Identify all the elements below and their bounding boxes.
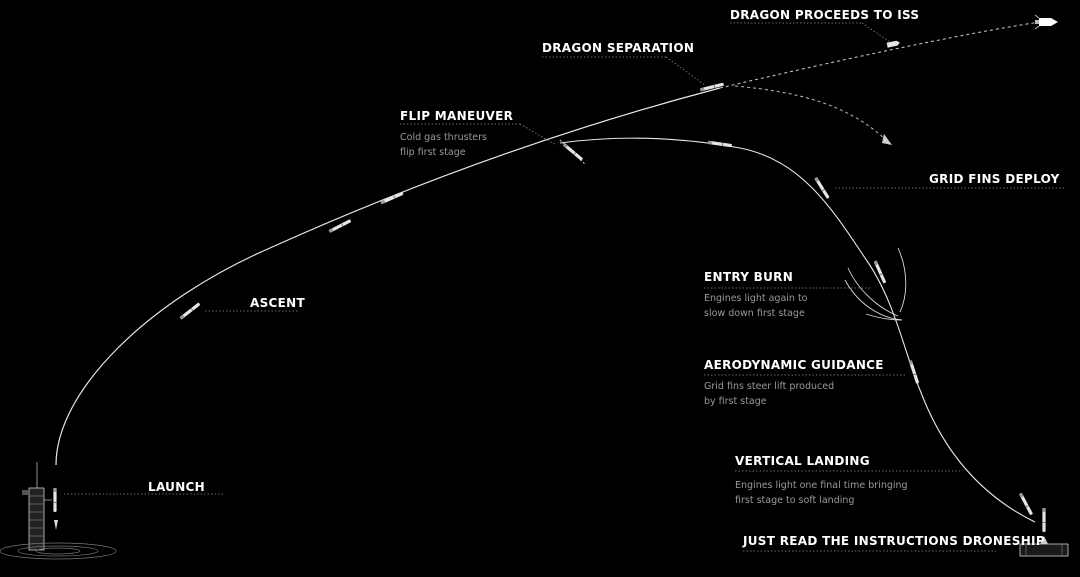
leader-lines: [64, 22, 1064, 552]
vertical-landing-label: VERTICAL LANDING: [735, 454, 870, 468]
dragon-proceeds-label: DRAGON PROCEEDS TO ISS: [730, 8, 920, 22]
entry-burn-plume: [844, 247, 907, 321]
rocket-icon: [908, 360, 920, 384]
rocket-icon: [1018, 492, 1034, 516]
dragon-separation-label: DRAGON SEPARATION: [542, 41, 695, 55]
entry-burn-line: Engines light again to: [704, 293, 808, 304]
flip-maneuver-line: Cold gas thrusters: [400, 132, 488, 143]
launch-tower-icon: [22, 462, 52, 551]
ascent-label: ASCENT: [250, 296, 305, 310]
vertical-landing-line: first stage to soft landing: [735, 495, 855, 506]
flip-maneuver-description: Cold gas thrusters flip first stage: [400, 130, 487, 160]
aero-guidance-line: Grid fins steer lift produced: [704, 381, 835, 392]
rocket-icon: [1042, 508, 1046, 532]
launch-pad-icon: [0, 542, 117, 560]
entry-burn-line: slow down first stage: [704, 308, 805, 319]
aero-guidance-line: by first stage: [704, 396, 767, 407]
flip-maneuver-label: FLIP MANEUVER: [400, 109, 514, 123]
rocket-icon: [873, 260, 887, 284]
dragon-capsule-icon: [886, 40, 900, 48]
rocket-icon: [179, 302, 201, 320]
second-stage-trajectory: [734, 85, 889, 143]
entry-burn-label: ENTRY BURN: [704, 270, 794, 284]
aero-guidance-description: Grid fins steer lift produced by first s…: [704, 379, 834, 409]
dragon-capsule-icon: [1034, 14, 1058, 30]
aero-guidance-label: AERODYNAMIC GUIDANCE: [704, 358, 884, 372]
grid-fins-label: GRID FINS DEPLOY: [929, 172, 1060, 186]
rocket-icon: [380, 191, 404, 205]
rocket-icon: [53, 488, 57, 512]
vertical-landing-description: Engines light one final time bringing fi…: [735, 478, 908, 508]
entry-burn-description: Engines light again to slow down first s…: [704, 291, 808, 321]
rocket-icon: [814, 176, 830, 200]
droneship-label: JUST READ THE INSTRUCTIONS DRONESHIP: [743, 534, 1045, 548]
exhaust-icon: [54, 520, 58, 530]
flip-maneuver-line: flip first stage: [400, 147, 466, 158]
booster-descent-trajectory: [739, 147, 1036, 523]
flip-trajectory: [559, 139, 587, 166]
vertical-landing-line: Engines light one final time bringing: [735, 480, 908, 491]
second-stage-arrow-icon: [882, 134, 892, 145]
rocket-icon: [562, 143, 584, 161]
ascent-trajectory: [55, 87, 721, 466]
droneship-icon: [1019, 536, 1069, 557]
launch-label: LAUNCH: [148, 480, 206, 494]
dragon-trajectory: [719, 21, 1041, 89]
rocket-icon: [707, 140, 733, 148]
